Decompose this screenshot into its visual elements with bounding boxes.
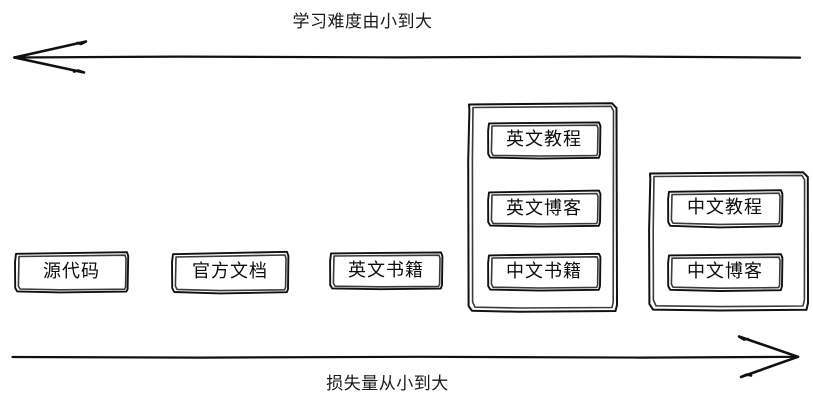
- node-label-english-blog: 英文博客: [506, 197, 582, 219]
- node-label-chinese-books: 中文书籍: [506, 261, 582, 282]
- node-label-source-code: 源代码: [43, 261, 100, 282]
- node-label-english-books: 英文书籍: [348, 260, 424, 281]
- difficulty-axis-caption: 学习难度由小到大: [292, 12, 433, 32]
- node-label-english-tutorial: 英文教程: [506, 129, 582, 150]
- difficulty-axis-arrow: [13, 40, 802, 74]
- node-label-official-docs: 官方文档: [192, 261, 268, 282]
- loss-axis-caption: 损失量从小到大: [326, 374, 449, 394]
- node-label-chinese-blog: 中文博客: [687, 261, 763, 282]
- node-label-chinese-tutorial: 中文教程: [687, 197, 763, 218]
- loss-axis-arrow: [11, 335, 800, 379]
